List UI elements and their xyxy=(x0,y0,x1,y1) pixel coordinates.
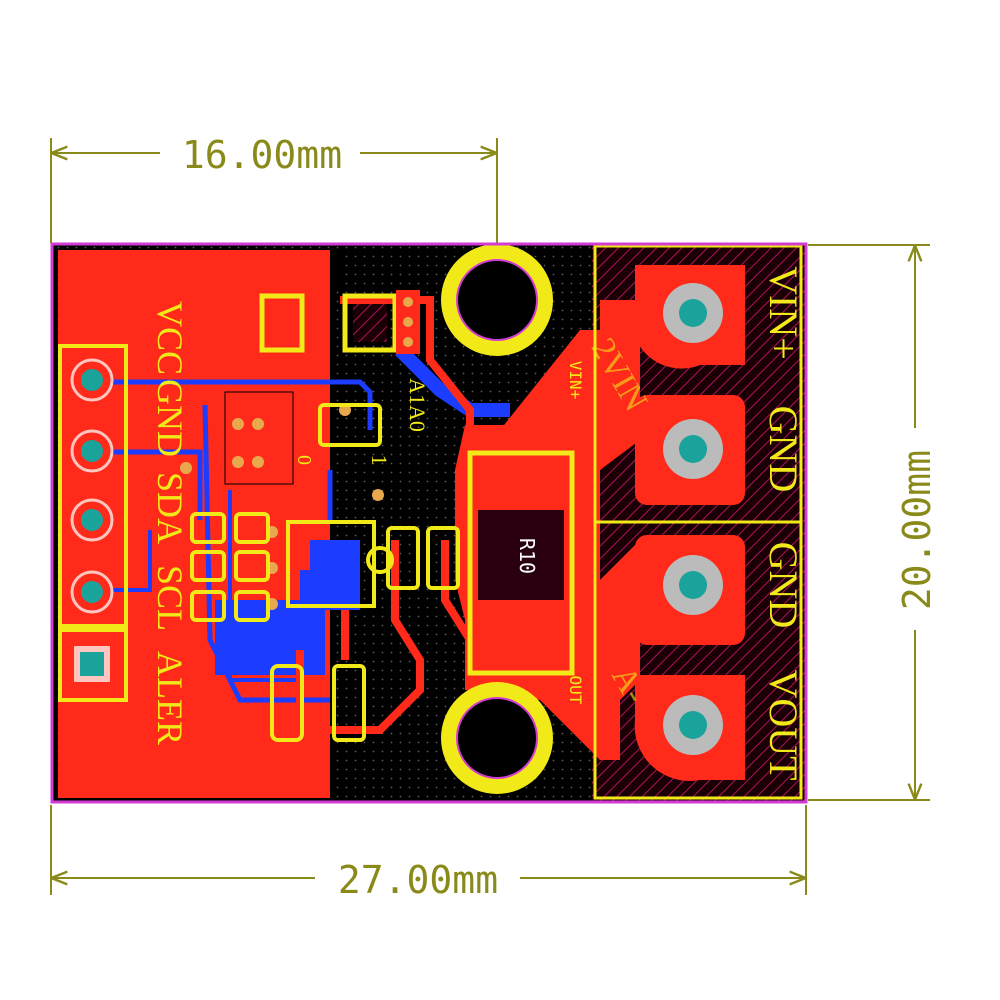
terminal-pad-1 xyxy=(631,265,745,369)
header-pin-4 xyxy=(70,570,114,614)
pin-header xyxy=(58,344,128,702)
shunt-resistor-r10: R10 xyxy=(467,450,575,676)
terminal-label-gnd-2: GND xyxy=(761,542,806,629)
header-label-scl: SCL xyxy=(150,565,190,631)
smd-components xyxy=(180,290,460,742)
out-silk-label: OUT xyxy=(566,676,585,705)
dimension-bottom: 27.00mm xyxy=(50,805,807,902)
resistor-label: R10 xyxy=(515,538,539,574)
dimension-right-label: 20.00mm xyxy=(895,450,939,610)
header-label-sda: SDA xyxy=(150,472,190,544)
dimension-top: 16.00mm xyxy=(50,133,498,253)
dimension-bottom-label: 27.00mm xyxy=(338,858,498,902)
board-outline xyxy=(50,242,808,804)
jumper-marker: 0 xyxy=(293,455,315,465)
vin-silk-label: VIN+ xyxy=(566,361,585,400)
terminal-labels: VIN+ GND GND VOUT xyxy=(761,266,806,780)
terminal-pad-3 xyxy=(635,535,745,645)
header-label-vcc: VCC xyxy=(150,301,190,375)
mounting-hole-top xyxy=(441,244,553,356)
terminal-label-gnd-1: GND xyxy=(761,406,806,493)
mounting-hole-bottom xyxy=(441,682,553,794)
terminal-block xyxy=(593,244,803,800)
terminal-label-vout: VOUT xyxy=(761,669,806,780)
header-pin-3 xyxy=(70,498,114,542)
header-label-aler: ALER xyxy=(150,651,190,745)
header-labels: VCC GND SDA SCL ALER xyxy=(150,301,190,745)
terminal-pad-2 xyxy=(635,395,745,505)
dimension-top-label: 16.00mm xyxy=(182,133,342,177)
terminal-label-vin: VIN+ xyxy=(761,266,806,360)
terminal-pad-4 xyxy=(634,675,745,781)
header-pin-1 xyxy=(70,358,114,402)
dimension-right: 20.00mm xyxy=(808,244,939,801)
header-pin-5 xyxy=(74,646,110,682)
header-pin-2 xyxy=(70,429,114,473)
chip-address-label: A1A0 xyxy=(405,378,430,432)
pin1-marker: 1 xyxy=(367,455,392,466)
header-label-gnd: GND xyxy=(150,379,190,457)
